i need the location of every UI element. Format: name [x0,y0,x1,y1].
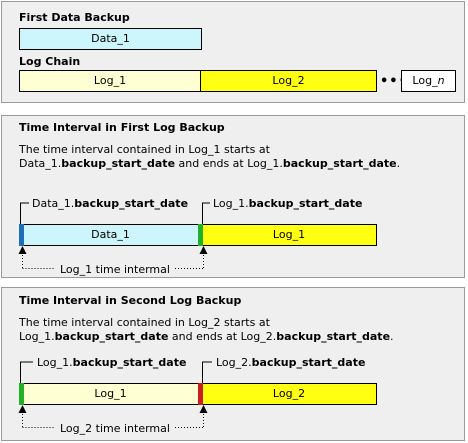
first-log-end-label: Log_1.backup_start_date [213,197,362,210]
first-log-log-1-box: Log_1 [201,224,377,246]
first-log-title: Time Interval in First Log Backup [19,121,225,134]
second-log-log-1-box: Log_1 [19,383,202,405]
first-log-desc-line1: The time interval contained in Log_1 sta… [19,143,270,156]
second-log-end-label-part: Log_2. [216,356,252,369]
second-log-start-label-part: backup_start_date [72,356,187,369]
log-n-prefix: Log_ [412,74,438,87]
first-log-start-label-part: Data_1. [32,197,75,210]
first-log-desc-part: backup_start_date [282,157,397,170]
first-log-desc-part: . [396,157,401,170]
second-log-start-label: Log_1.backup_start_date [37,356,186,369]
first-log-start-label: Data_1.backup_start_date [32,197,188,210]
first-log-desc-line2: Data_1.backup_start_date and ends at Log… [19,157,400,171]
second-log-end-label: Log_2.backup_start_date [216,356,365,369]
log-1-box: Log_1 [19,70,201,92]
first-log-desc-part: and ends at Log_1. [175,157,283,170]
ellipsis: ••• [380,74,408,89]
second-log-backup-panel [1,287,465,441]
second-log-log-2-box: Log_2 [201,383,377,405]
log-2-box: Log_2 [200,70,377,92]
first-log-desc-part: Data_1. [19,157,62,170]
second-log-desc-part: backup_start_date [54,330,169,343]
log-chain-title: Log Chain [19,55,81,68]
first-log-data-1-box: Data_1 [19,224,202,246]
first-data-backup-title: First Data Backup [19,11,130,24]
first-log-start-label-part: backup_start_date [74,197,189,210]
log-n-suffix: n [437,74,445,87]
second-log-desc-line1: The time interval contained in Log_2 sta… [19,316,270,329]
second-log-interval-label: Log_2 time intermal [60,422,170,435]
second-log-desc-part: . [390,330,394,343]
second-log-start-label-part: Log_1. [37,356,73,369]
second-log-desc-line2: Log_1.backup_start_date and ends at Log_… [19,330,394,344]
data-1-box: Data_1 [19,28,202,50]
second-log-end-label-part: backup_start_date [251,356,366,369]
first-log-desc-part: backup_start_date [61,157,176,170]
second-log-title: Time Interval in Second Log Backup [19,294,242,307]
first-log-end-label-part: Log_1. [213,197,249,210]
first-log-interval-label: Log_1 time intermal [60,263,170,276]
log-n-box: Log_n [401,70,456,92]
second-log-desc-part: Log_1. [19,330,55,343]
second-log-desc-part: backup_start_date [276,330,391,343]
first-log-end-label-part: backup_start_date [248,197,363,210]
first-log-backup-panel [1,115,465,278]
second-log-desc-part: and ends at Log_2. [168,330,277,343]
